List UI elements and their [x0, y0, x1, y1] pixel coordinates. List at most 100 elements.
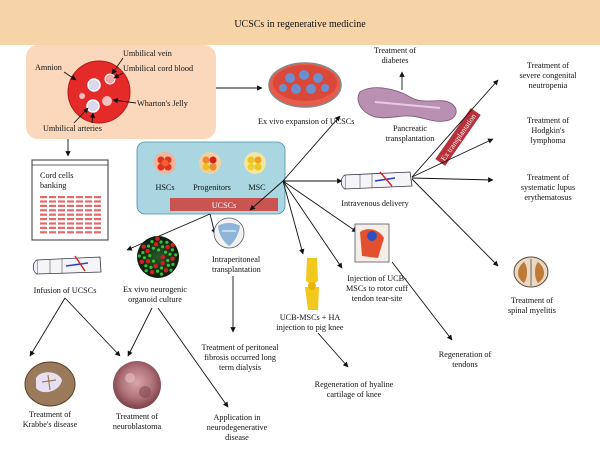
myelitis-line2: spinal myelitis — [508, 306, 556, 315]
vial — [94, 209, 101, 212]
organoid-cell — [169, 268, 173, 272]
organoid-cell — [163, 268, 169, 273]
banking-line1: Cord cells — [40, 171, 73, 180]
amnion-label: Amnion — [35, 63, 62, 72]
vial — [85, 209, 92, 212]
ucsc-cells-panel: HSCs Progenitors MSC UCSCs — [136, 141, 286, 215]
peritoneal-line3: term dialysis — [219, 363, 261, 372]
infusion-arm-icon — [32, 255, 102, 275]
vial — [58, 222, 65, 225]
neurodegen-line3: disease — [225, 433, 249, 442]
organoid-cell — [159, 272, 164, 276]
vial — [76, 213, 83, 216]
vial — [58, 200, 65, 203]
umbilical-cord-panel: Amnion Umbilical vein Umbilical cord blo… — [26, 45, 216, 139]
lupus-line1: Treatment of — [527, 173, 569, 182]
vial — [67, 226, 74, 229]
progenitors-icon — [199, 152, 221, 174]
pancreatic-line2: transplantation — [386, 134, 435, 143]
vial — [94, 196, 101, 199]
organoid-cell — [146, 244, 151, 248]
vial — [58, 204, 65, 207]
organoid-cell — [166, 263, 170, 267]
vial — [67, 196, 74, 199]
intraperitoneal-line2: transplantation — [212, 265, 261, 274]
organoid-cell — [142, 256, 146, 260]
msc-icon — [244, 152, 266, 174]
organoid-cell — [165, 244, 170, 250]
cord-banking-panel: Cord cells banking — [31, 159, 109, 241]
vial — [40, 226, 47, 229]
shoulder-icon — [354, 223, 390, 263]
lupus-line2: systematic lupus — [521, 183, 575, 192]
organoid-cell — [149, 270, 155, 275]
vial — [67, 209, 74, 212]
vial — [49, 226, 56, 229]
intraperitoneal-line1: Intraperitoneal — [212, 255, 261, 264]
krabbe-line1: Treatment of — [29, 410, 71, 419]
organoid-cell — [168, 252, 172, 256]
rotor-line2: MSCs to rotor cuff — [346, 284, 408, 293]
myelitis-line1: Treatment of — [511, 296, 553, 305]
organoid-cell — [166, 258, 170, 263]
neurodegen-line2: neurodegenerative — [207, 423, 268, 432]
umbilical-cord-icon — [67, 60, 131, 124]
knee-line2: injection to pig knee — [276, 323, 343, 332]
organoid-cell — [174, 253, 178, 257]
vial — [58, 226, 65, 229]
organoid-cell — [153, 263, 158, 269]
vial — [40, 196, 47, 199]
vial — [49, 209, 56, 212]
vial — [85, 196, 92, 199]
progenitors-label: Progenitors — [193, 183, 231, 192]
lupus-line3: erythematosus — [524, 193, 571, 202]
banking-line2: banking — [40, 181, 66, 190]
vial — [49, 200, 56, 203]
umbilical-vein-label: Umbilical vein — [123, 49, 172, 58]
hodgkin-line1: Treatment of — [527, 116, 569, 125]
organoid-line2: organoid culture — [128, 295, 182, 304]
vial — [67, 200, 74, 203]
vial — [40, 200, 47, 203]
vial — [94, 226, 101, 229]
pancreas-icon — [357, 87, 457, 122]
pancreatic-line1: Pancreatic — [393, 124, 427, 133]
vial — [85, 204, 92, 207]
vial — [94, 222, 101, 225]
vial — [40, 209, 47, 212]
organoid-cell — [144, 264, 148, 268]
organoid-cell — [157, 248, 161, 252]
ex-vivo-label: Ex vivo expansion of UCSCs — [258, 117, 354, 126]
petri-dish-icon — [268, 62, 342, 108]
vial — [76, 218, 83, 221]
organoid-cell — [170, 242, 175, 248]
neurodegen-line1: Application in — [213, 413, 260, 422]
organoid-line1: Ex vivo neurogenic — [123, 285, 187, 294]
neutropenia-line1: Treatment of — [527, 61, 569, 70]
organoid-cell — [160, 254, 165, 260]
organoid-cell — [148, 254, 152, 258]
peritoneal-line1: Treatment of peritoneal — [201, 343, 279, 352]
vial — [67, 231, 74, 234]
vial — [49, 218, 56, 221]
vial — [85, 213, 92, 216]
knee-icon — [305, 258, 319, 310]
vial — [76, 200, 83, 203]
peritoneum-icon — [213, 217, 245, 249]
organoid-cell — [160, 260, 165, 266]
vial — [49, 204, 56, 207]
vial — [40, 222, 47, 225]
vial — [85, 226, 92, 229]
vial — [94, 213, 101, 216]
vial — [94, 200, 101, 203]
vial — [76, 222, 83, 225]
knee-line1: UCB-MSCs + HA — [280, 313, 341, 322]
cartilage-line1: Regeneration of hyaline — [315, 380, 394, 389]
organoid-cell — [163, 250, 168, 254]
vial — [49, 196, 56, 199]
organoid-cell — [145, 248, 150, 254]
vial — [76, 209, 83, 212]
vial — [85, 218, 92, 221]
title-banner: UCSCs in regenerative medicine — [0, 0, 600, 45]
